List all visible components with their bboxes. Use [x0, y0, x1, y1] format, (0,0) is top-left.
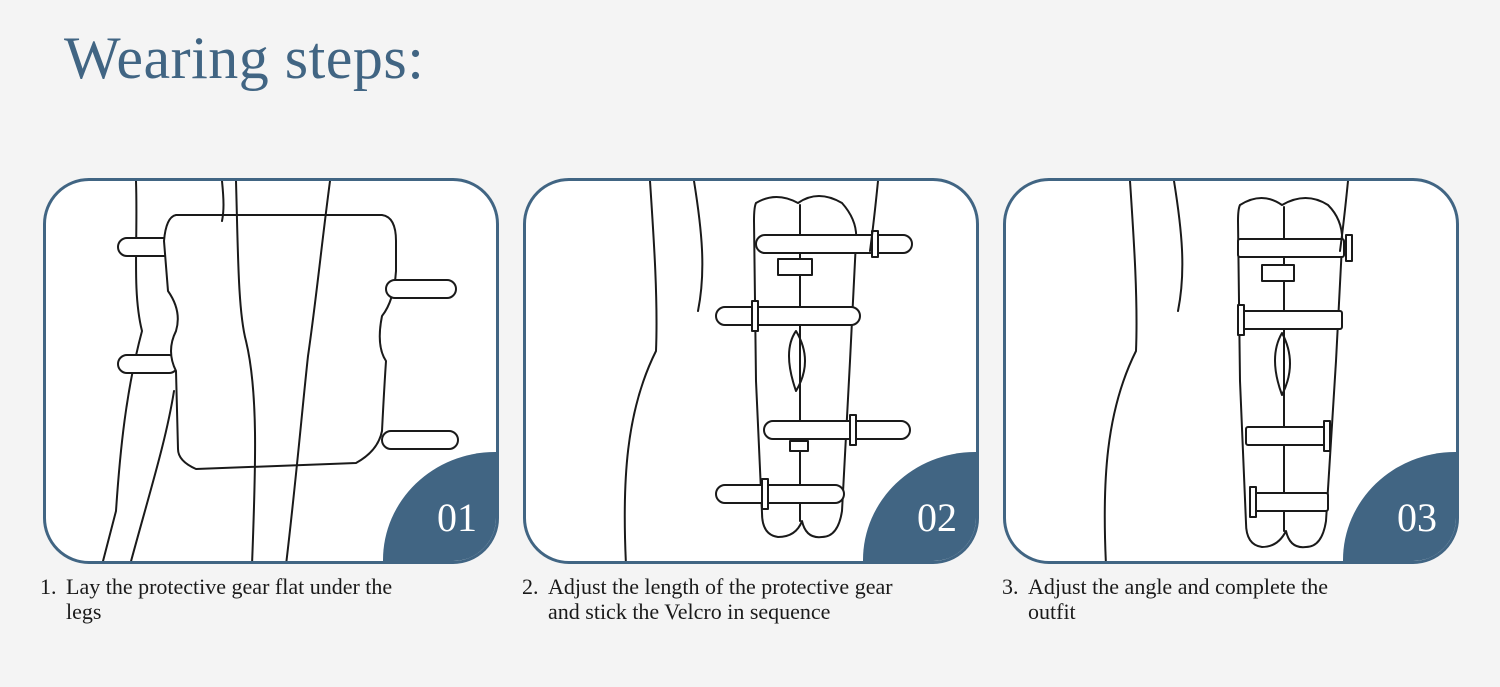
step-1-line-2: legs: [66, 599, 102, 624]
step-2-caption: 2. Adjust the length of the protective ge…: [522, 574, 893, 624]
step-1-panel: 01: [43, 178, 499, 564]
step-3-caption: 3. Adjust the angle and complete the outf…: [1002, 574, 1328, 624]
step-2-number: 02: [917, 495, 957, 540]
step-2-panel: 02: [523, 178, 979, 564]
step-2-line-2: and stick the Velcro in sequence: [548, 599, 831, 624]
step-1-index: 1.: [40, 574, 57, 599]
step-1-line-1: Lay the protective gear flat under the: [66, 574, 393, 599]
step-1-illustration: [102, 181, 459, 561]
step-1-badge: 01: [383, 452, 496, 561]
step-2-illustration: [623, 181, 913, 561]
step-3-number: 03: [1397, 495, 1437, 540]
step-2-line-1: Adjust the length of the protective gear: [548, 574, 893, 599]
step-3-panel: 03: [1003, 178, 1459, 564]
step-1-caption: 1. Lay the protective gear flat under the…: [40, 574, 392, 624]
step-1-number: 01: [437, 495, 477, 540]
step-3-line-2: outfit: [1028, 599, 1076, 624]
page-title: Wearing steps:: [64, 25, 425, 91]
step-3-index: 3.: [1002, 574, 1019, 599]
step-3-line-1: Adjust the angle and complete the: [1028, 574, 1328, 599]
step-2-index: 2.: [522, 574, 539, 599]
step-3-illustration: [1103, 181, 1353, 561]
